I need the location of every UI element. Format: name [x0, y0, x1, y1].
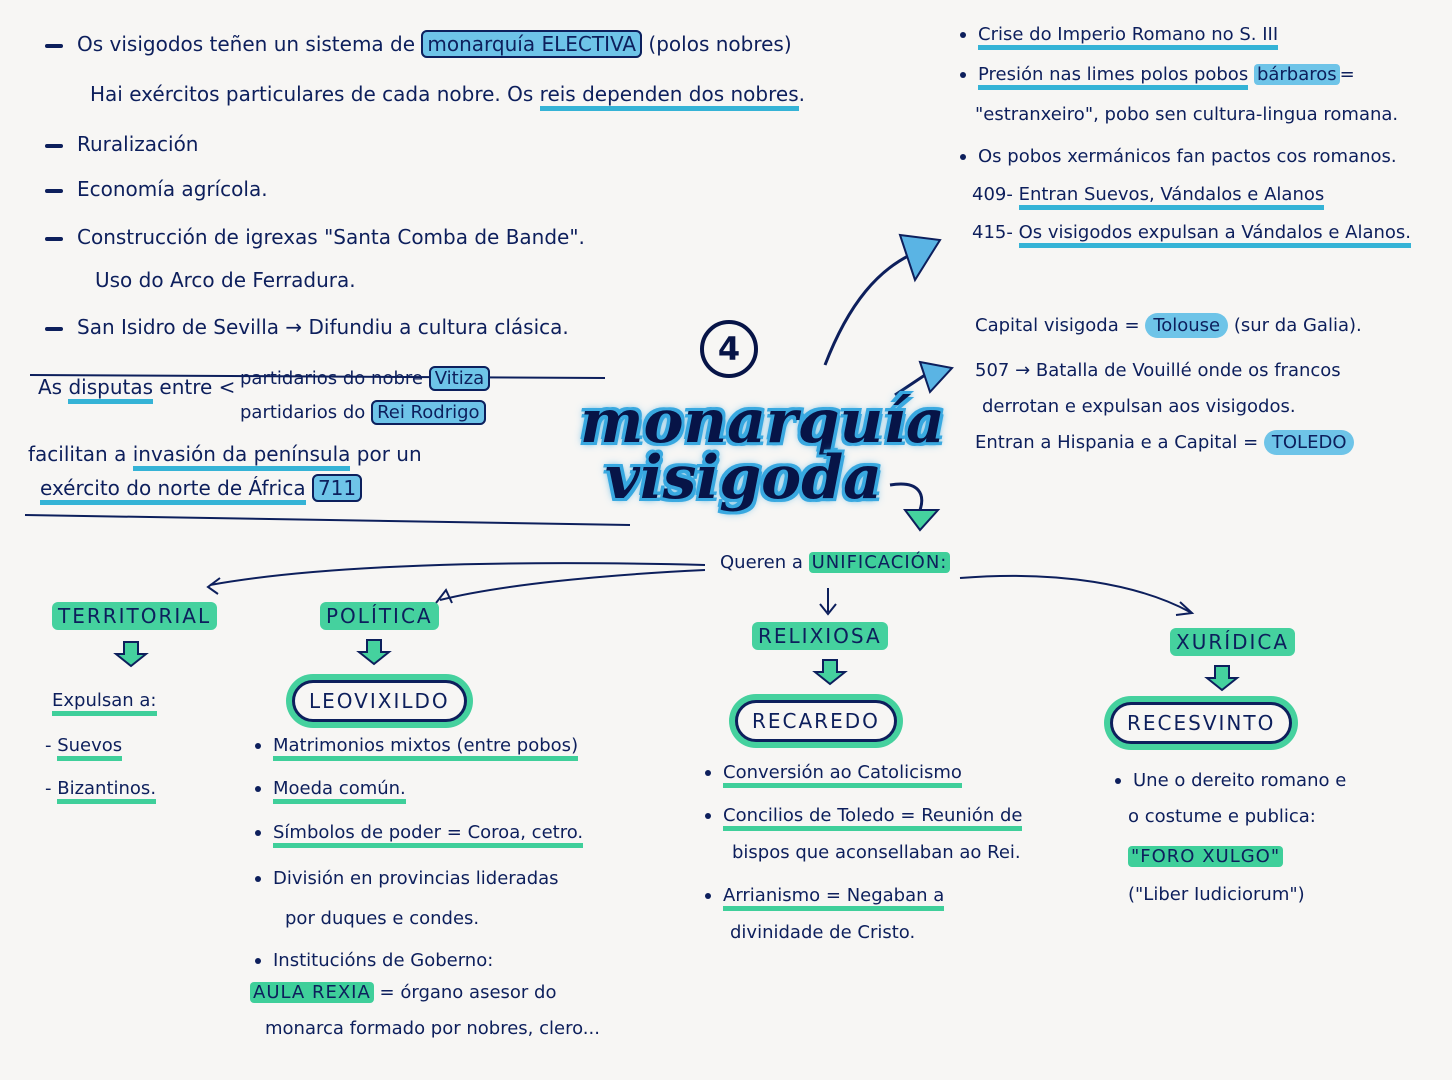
divider-bottom	[24, 514, 631, 526]
politica-item-1: Matrimonios mixtos (entre pobos)	[255, 735, 579, 761]
note-churches: Construcción de igrexas "Santa Comba de …	[45, 225, 585, 249]
arrow-head-crisis	[898, 233, 942, 283]
leader-recaredo: RECAREDO	[735, 700, 897, 742]
politica-aula-rexia: AULA REXIA = órgano asesor do	[250, 982, 556, 1004]
capital-line4: Entran a Hispania e a Capital = TOLEDO	[975, 430, 1355, 455]
arrow-to-capital	[894, 373, 926, 397]
branch-xuridica: XURÍDICA	[1170, 628, 1296, 656]
crisis-409: 409- Entran Suevos, Vándalos e Alanos	[972, 184, 1325, 210]
disputes-line1: As disputas entre <	[38, 375, 235, 404]
politica-item-5: Institucións de Goberno:	[255, 950, 493, 972]
line-politica	[439, 569, 706, 601]
crisis-line4: Os pobos xermánicos fan pactos cos roman…	[960, 146, 1397, 168]
line-xuridica	[959, 574, 1191, 613]
capital-line3: derrotan e expulsan aos visigodos.	[982, 396, 1296, 417]
territorial-intro: Expulsan a:	[52, 690, 157, 716]
politica-item-4b: por duques e condes.	[285, 908, 480, 929]
politica-item-3: Símbolos de poder = Coroa, cetro.	[255, 822, 584, 848]
branch-territorial: TERRITORIAL	[52, 602, 218, 630]
xuridica-item-1: Une o dereito romano e	[1115, 770, 1346, 792]
note-ruralization: Ruralización	[45, 132, 198, 156]
politica-item-2: Moeda común.	[255, 778, 406, 804]
arrow-to-crisis	[823, 253, 911, 366]
relixiosa-item-2b: bispos que aconsellaban ao Rei.	[732, 842, 1021, 863]
territorial-bizantinos: - Bizantinos.	[45, 778, 157, 804]
xuridica-item-2: o costume e publica:	[1128, 806, 1316, 827]
branch-relixiosa: RELIXIOSA	[752, 622, 888, 650]
crisis-line1: Crise do Imperio Romano no S. III	[960, 24, 1279, 50]
note-monarchy-system: Os visigodos teñen un sistema de monarqu…	[45, 30, 792, 58]
crisis-415: 415- Os visigodos expulsan a Vándalos e …	[972, 222, 1411, 248]
disputes-line4: exército do norte de África 711	[40, 474, 363, 505]
crisis-line3: "estranxeiro", pobo sen cultura-lingua r…	[975, 104, 1399, 125]
relixiosa-item-2: Concilios de Toledo = Reunión de	[705, 805, 1023, 831]
leader-leovixildo: LEOVIXILDO	[292, 680, 467, 722]
territorial-suevos: - Suevos	[45, 735, 123, 761]
relixiosa-item-3b: divinidade de Cristo.	[730, 922, 916, 943]
line-territorial	[209, 562, 706, 586]
arrow-to-unification	[889, 482, 924, 511]
xuridica-law-latin: ("Liber Iudiciorum")	[1128, 884, 1305, 905]
divider-top	[29, 374, 606, 379]
relixiosa-item-1: Conversión ao Catolicismo	[705, 762, 962, 788]
note-san-isidro: San Isidro de Sevilla → Difundiu a cultu…	[45, 315, 569, 339]
title-line2: visigoda	[605, 443, 883, 513]
branch-politica: POLÍTICA	[320, 602, 439, 630]
down-arrows	[113, 639, 1240, 692]
politica-item-4: División en provincias lideradas	[255, 868, 559, 890]
disputes-vitiza: partidarios do nobre Vitiza	[240, 366, 491, 391]
arrow-head-unification	[903, 509, 941, 532]
capital-line2: 507 → Batalla de Vouillé onde os francos	[975, 360, 1341, 381]
xuridica-law: "FORO XULGO"	[1128, 846, 1284, 868]
capital-line1: Capital visigoda = Tolouse (sur da Galia…	[975, 313, 1362, 338]
relixiosa-item-3: Arrianismo = Negaban a	[705, 885, 945, 911]
disputes-rodrigo: partidarios do Rei Rodrigo	[240, 400, 486, 425]
note-horseshoe-arch: Uso do Arco de Ferradura.	[95, 268, 356, 292]
title-line1: monarquía	[580, 387, 945, 457]
politica-aula-desc: monarca formado por nobres, clero...	[265, 1018, 600, 1039]
arrow-head-capital	[918, 360, 954, 394]
note-economy: Economía agrícola.	[45, 177, 268, 201]
disputes-line3: facilitan a invasión da península por un	[28, 442, 422, 471]
leader-recesvinto: RECESVINTO	[1110, 702, 1293, 744]
note-armies: Hai exércitos particulares de cada nobre…	[90, 82, 805, 111]
crisis-line2: Presión nas limes polos pobos bárbaros=	[960, 64, 1355, 90]
unification-label: Queren a UNIFICACIÓN:	[720, 552, 951, 574]
topic-number: 4	[700, 320, 758, 378]
